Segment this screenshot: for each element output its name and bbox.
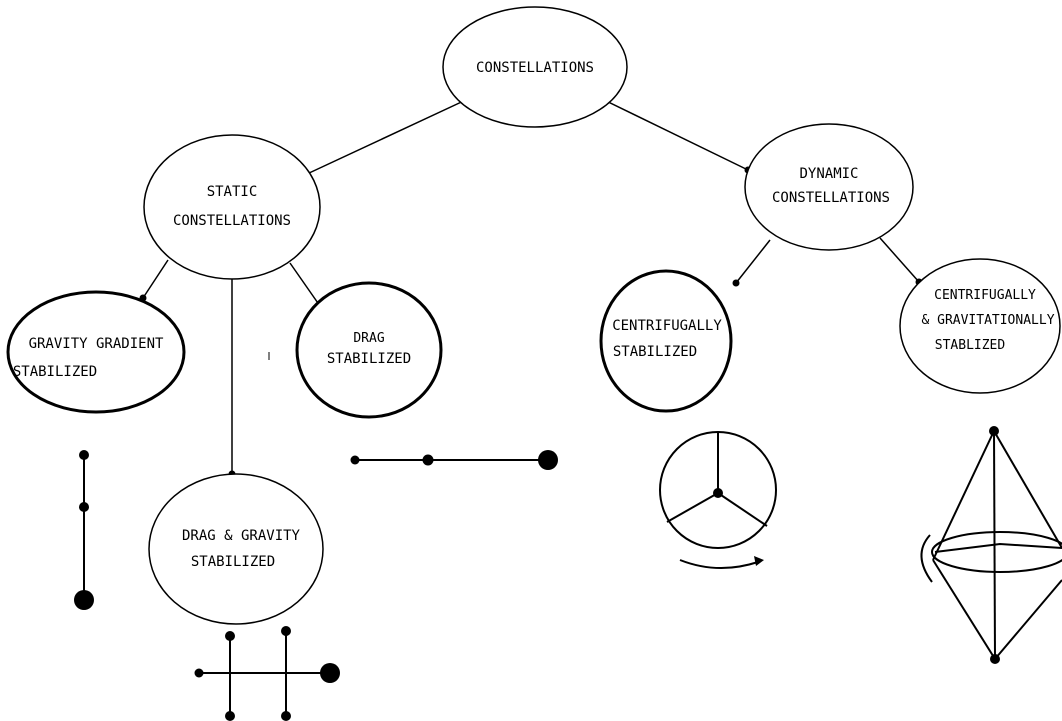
dumbbell-middle-mass bbox=[79, 502, 89, 512]
edge-dynamic-to-centrifugally-grav bbox=[879, 237, 920, 283]
figure-drag-gravity-grid bbox=[194, 626, 340, 721]
figure-drag-horizontal-chain bbox=[350, 450, 558, 470]
node-centrifugally-stabilized: CENTRIFUGALLY STABILIZED bbox=[599, 269, 733, 413]
edge-root-to-static bbox=[306, 97, 471, 175]
node-gravity-gradient-label-line1: GRAVITY GRADIENT bbox=[29, 336, 164, 352]
edge-static-to-drag bbox=[289, 262, 321, 307]
grid-bottom-left-mass bbox=[225, 711, 235, 721]
node-centrifugally-label-line2: STABILIZED bbox=[613, 344, 697, 360]
node-constellations: CONSTELLATIONS bbox=[442, 6, 628, 128]
node-centrifugally-grav-label-line2: & GRAVITATIONALLY bbox=[921, 313, 1054, 328]
wheel-hub-mass bbox=[713, 488, 723, 498]
edge-static-to-gravity-gradient bbox=[142, 259, 169, 299]
node-drag-gravity-stabilized: DRAG & GRAVITY STABILIZED bbox=[148, 473, 324, 625]
figure-bicone-rotating-ring bbox=[920, 426, 1062, 664]
node-gravity-gradient-stabilized: GRAVITY GRADIENT STABILIZED bbox=[6, 290, 186, 414]
node-centrifugally-label-line1: CENTRIFUGALLY bbox=[612, 318, 722, 334]
node-constellations-label: CONSTELLATIONS bbox=[476, 60, 594, 76]
node-drag-gravity-label-line2: STABILIZED bbox=[191, 554, 275, 570]
node-drag-label-line1: DRAG bbox=[353, 331, 384, 346]
grid-left-mass bbox=[194, 668, 204, 678]
bicone-bottom-mass bbox=[990, 654, 1000, 664]
rotation-bracket-icon bbox=[920, 534, 933, 583]
node-dynamic-constellations: DYNAMIC CONSTELLATIONS bbox=[744, 123, 914, 251]
grid-top-right-mass bbox=[281, 626, 291, 636]
node-centrifugally-grav-label-line3: STABLIZED bbox=[935, 338, 1006, 353]
node-static-constellations: STATIC CONSTELLATIONS bbox=[143, 134, 321, 280]
node-dynamic-label-line2: CONSTELLATIONS bbox=[772, 190, 890, 206]
dumbbell-top-mass bbox=[79, 450, 89, 460]
rotation-arrowhead-icon bbox=[754, 556, 764, 566]
node-dynamic-label-line1: DYNAMIC bbox=[799, 166, 858, 182]
figure-gravity-gradient-dumbbell bbox=[74, 450, 94, 610]
node-static-label-line1: STATIC bbox=[207, 184, 258, 200]
figure-centrifugal-spinning-wheel bbox=[659, 431, 777, 569]
chain-left-mass bbox=[350, 455, 360, 465]
grid-bottom-right-mass bbox=[281, 711, 291, 721]
node-gravity-gradient-label-line2: STABILIZED bbox=[13, 364, 97, 380]
grid-top-left-mass bbox=[225, 631, 235, 641]
grid-right-mass bbox=[320, 663, 340, 683]
edge-dynamic-to-centrifugally bbox=[735, 239, 771, 284]
node-drag-gravity-label-line1: DRAG & GRAVITY bbox=[182, 528, 301, 544]
node-centrifugally-grav-label-line1: CENTRIFUGALLY bbox=[934, 288, 1036, 303]
node-centrifugally-gravitationally-stabilized: CENTRIFUGALLY & GRAVITATIONALLY STABLIZE… bbox=[899, 258, 1061, 394]
bicone-top-mass bbox=[989, 426, 999, 436]
chain-middle-mass bbox=[422, 454, 434, 466]
node-drag-label-line2: STABILIZED bbox=[327, 351, 411, 367]
edge-root-to-dynamic bbox=[597, 96, 749, 171]
dumbbell-bottom-mass bbox=[74, 590, 94, 610]
node-drag-stabilized: DRAG STABILIZED bbox=[295, 281, 443, 419]
rotation-arrow-icon bbox=[679, 559, 759, 569]
chain-right-mass bbox=[538, 450, 558, 470]
node-static-label-line2: CONSTELLATIONS bbox=[173, 213, 291, 229]
edge-dynamic-to-centrifugally-arrowhead bbox=[732, 279, 740, 287]
